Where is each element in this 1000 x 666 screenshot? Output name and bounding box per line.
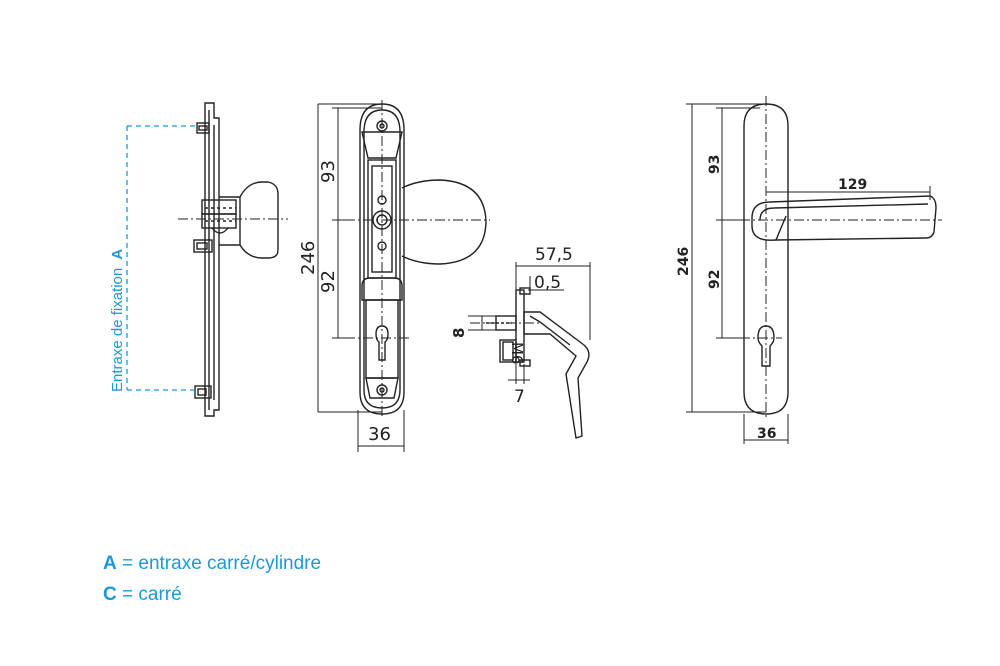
handle-front-dim-246: 246 xyxy=(676,247,692,276)
legend-text-c: = carré xyxy=(122,584,182,605)
handle-dim-57-5: 57,5 xyxy=(535,245,573,265)
knob-dim-246: 246 xyxy=(298,241,319,275)
handle-dim-0-5: 0,5 xyxy=(534,273,561,293)
knob-front-dimensions xyxy=(317,103,405,452)
fixation-distance-key: A xyxy=(109,249,126,260)
fixation-distance-text: Entraxe de fixation xyxy=(109,268,126,392)
legend-item-a: A = entraxe carré/cylindre xyxy=(103,553,321,575)
handle-front-dimensions xyxy=(686,103,931,444)
fixation-distance-bracket xyxy=(126,125,198,391)
knob-dim-36: 36 xyxy=(368,424,391,445)
handle-front-dim-92: 92 xyxy=(707,270,723,289)
handle-side-view xyxy=(470,287,590,439)
handle-side-dimensions xyxy=(468,262,591,384)
legend-item-c: C = carré xyxy=(103,584,182,606)
handle-dim-7: 7 xyxy=(514,387,525,407)
knob-front-view xyxy=(345,100,490,418)
legend-text-a: = entraxe carré/cylindre xyxy=(122,553,322,574)
legend-key-c: C xyxy=(103,584,117,605)
handle-front-dim-129: 129 xyxy=(838,177,867,193)
handle-dim-m6: M6 xyxy=(508,342,526,365)
fixation-distance-label: Entraxe de fixation A xyxy=(109,249,126,392)
handle-front-view xyxy=(740,96,942,420)
handle-front-dim-93: 93 xyxy=(707,155,723,174)
side-view-profile xyxy=(178,102,288,417)
handle-dim-8: 8 xyxy=(450,328,468,338)
knob-dim-93: 93 xyxy=(318,160,339,183)
legend-key-a: A xyxy=(103,553,117,574)
handle-front-dim-36: 36 xyxy=(757,426,776,442)
knob-dim-92: 92 xyxy=(318,270,339,293)
